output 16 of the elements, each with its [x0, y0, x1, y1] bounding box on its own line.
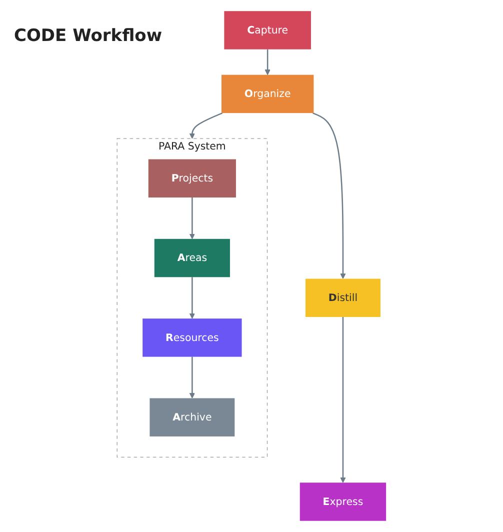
node-box: Capture	[224, 11, 311, 50]
arrow	[189, 277, 195, 319]
node-box: Express	[300, 482, 386, 521]
arrow	[189, 112, 222, 139]
node-box: Resources	[142, 318, 242, 357]
node-box: Archive	[150, 398, 235, 436]
arrow	[340, 316, 346, 483]
arrow	[264, 49, 270, 76]
node-box: Organize	[221, 74, 314, 114]
heading: CODE Workflow	[14, 26, 162, 46]
node-box: Areas	[154, 238, 230, 278]
arrow	[189, 356, 195, 398]
arrow	[189, 198, 195, 240]
node-box: Distill	[305, 278, 380, 317]
arrow	[312, 112, 346, 279]
node-box: Projects	[148, 159, 236, 198]
